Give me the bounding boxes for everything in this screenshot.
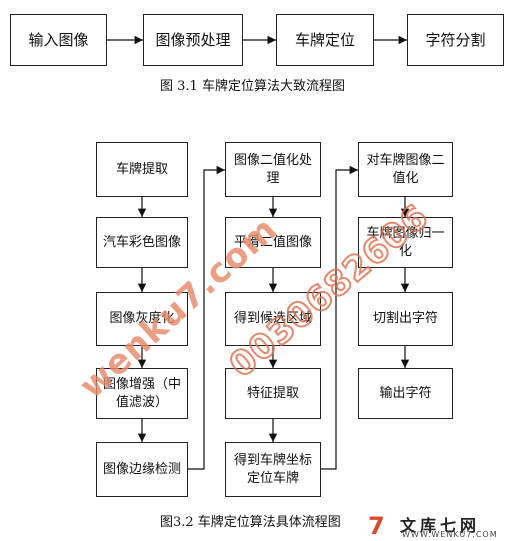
c2-smoothing: 平滑二值图像 <box>225 217 321 268</box>
c1-color-image: 汽车彩色图像 <box>96 217 188 268</box>
c3-plate-binarization: 对车牌图像二值化 <box>358 142 453 197</box>
fig1-caption: 图 3.1 车牌定位算法大致流程图 <box>160 79 345 94</box>
c2-plate-coordinates: 得到车牌坐标定位车牌 <box>225 442 321 497</box>
site-logo: 7 文库七网 WWW.WENKU7.COM <box>368 512 518 540</box>
arrow-c1-to-c2 <box>187 165 225 470</box>
c3-char-cutting: 切割出字符 <box>358 292 453 346</box>
fig1-step-input-image: 输入图像 <box>10 14 107 66</box>
c1-plate-extraction: 车牌提取 <box>96 142 188 197</box>
arrow-c2-to-c3 <box>321 165 358 470</box>
c2-binarization: 图像二值化处理 <box>225 142 321 197</box>
logo-name: 文库七网 <box>400 516 481 535</box>
c3-normalization: 车牌图像归一化 <box>358 217 453 268</box>
fig2-caption: 图3.2 车牌定位算法具体流程图 <box>160 515 341 530</box>
fig1-step-plate-location: 车牌定位 <box>276 14 374 66</box>
c2-candidate-region: 得到候选区域 <box>225 292 321 346</box>
logo-mark-icon: 7 <box>368 512 385 540</box>
c1-enhancement: 图像增强（中值滤波） <box>96 368 188 419</box>
fig1-step-char-segmentation: 字符分割 <box>407 14 504 66</box>
c1-edge-detection: 图像边缘检测 <box>96 442 188 497</box>
c1-grayscale: 图像灰度化 <box>96 292 188 346</box>
c2-feature-extraction: 特征提取 <box>225 368 321 419</box>
logo-url: WWW.WENKU7.COM <box>402 530 498 539</box>
fig1-step-preprocessing: 图像预处理 <box>143 14 243 66</box>
c3-output-chars: 输出字符 <box>358 368 453 419</box>
